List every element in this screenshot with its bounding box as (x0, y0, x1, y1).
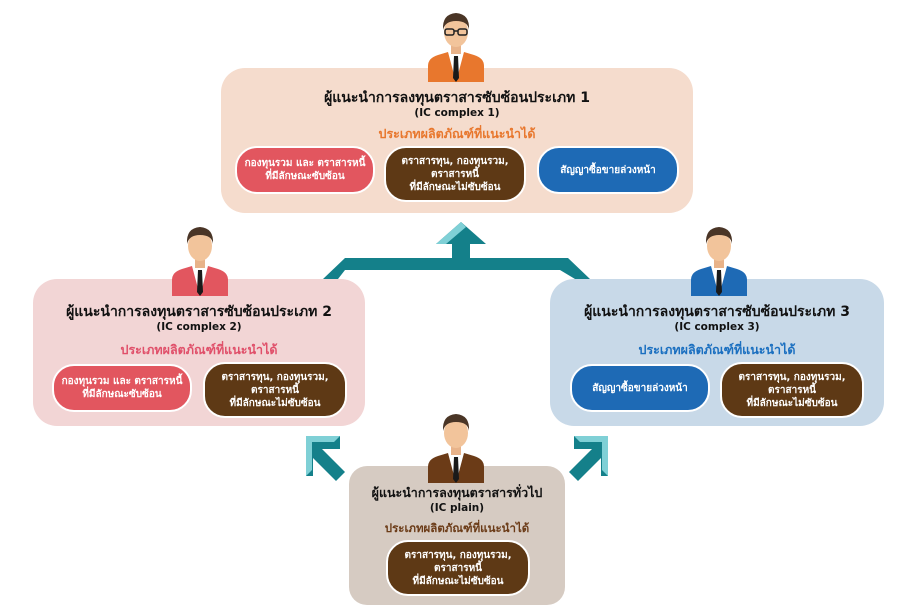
pill-non-complex-products: ตราสารทุน, กองทุนรวม, ตราสารหนี้ ที่มีลั… (720, 362, 864, 418)
pill-non-complex-products: ตราสารทุน, กองทุนรวม, ตราสารหนี้ ที่มีลั… (386, 540, 530, 596)
pill-complex-funds-bonds: กองทุนรวม และ ตราสารหนี้ ที่มีลักษณะซับซ… (235, 146, 375, 194)
panel-title: ผู้แนะนำการลงทุนตราสารซับซ้อนประเภท 1 (324, 90, 590, 106)
person-brown-suit-icon (428, 414, 484, 483)
pill-complex-funds-bonds: กองทุนรวม และ ตราสารหนี้ ที่มีลักษณะซับซ… (52, 364, 192, 412)
teal-up-arrow-highlight-icon (436, 222, 466, 244)
panel-category-label: ประเภทผลิตภัณฑ์ที่แนะนำได้ (384, 521, 530, 535)
ic-plain-panel: ผู้แนะนำการลงทุนตราสารทั่วไป (IC plain) … (349, 466, 565, 605)
teal-connector-arrow-icon (323, 244, 590, 279)
panel-title: ผู้แนะนำการลงทุนตราสารซับซ้อนประเภท 2 (66, 304, 332, 320)
pill-non-complex-products: ตราสารทุน, กองทุนรวม, ตราสารหนี้ ที่มีลั… (203, 362, 347, 418)
panel-title: ผู้แนะนำการลงทุนตราสารซับซ้อนประเภท 3 (584, 304, 850, 320)
person-glasses-orange-suit-icon (428, 13, 484, 82)
pill-non-complex-products: ตราสารทุน, กองทุนรวม, ตราสารหนี้ ที่มีลั… (384, 146, 526, 202)
teal-diagonal-arrow-right-icon (569, 436, 608, 481)
panel-category-label: ประเภทผลิตภัณฑ์ที่แนะนำได้ (378, 126, 536, 141)
panel-subtitle: (IC complex 1) (414, 107, 500, 119)
pill-derivatives: สัญญาซื้อขายล่วงหน้า (537, 146, 679, 194)
pill-derivatives: สัญญาซื้อขายล่วงหน้า (570, 364, 710, 412)
panel-title: ผู้แนะนำการลงทุนตราสารทั่วไป (371, 485, 543, 500)
panel-subtitle: (IC complex 3) (674, 321, 760, 333)
person-red-suit-icon (172, 227, 228, 296)
ic-complex-1-panel: ผู้แนะนำการลงทุนตราสารซับซ้อนประเภท 1 (I… (221, 68, 693, 213)
panel-subtitle: (IC complex 2) (156, 321, 242, 333)
person-blue-suit-icon (691, 227, 747, 296)
panel-category-label: ประเภทผลิตภัณฑ์ที่แนะนำได้ (638, 342, 796, 357)
panel-subtitle: (IC plain) (429, 502, 485, 514)
panel-category-label: ประเภทผลิตภัณฑ์ที่แนะนำได้ (120, 342, 278, 357)
teal-diagonal-arrow-left-icon (306, 436, 345, 481)
ic-complex-2-panel: ผู้แนะนำการลงทุนตราสารซับซ้อนประเภท 2 (I… (33, 279, 365, 426)
ic-complex-3-panel: ผู้แนะนำการลงทุนตราสารซับซ้อนประเภท 3 (I… (550, 279, 884, 426)
teal-up-arrow-icon (436, 222, 486, 258)
